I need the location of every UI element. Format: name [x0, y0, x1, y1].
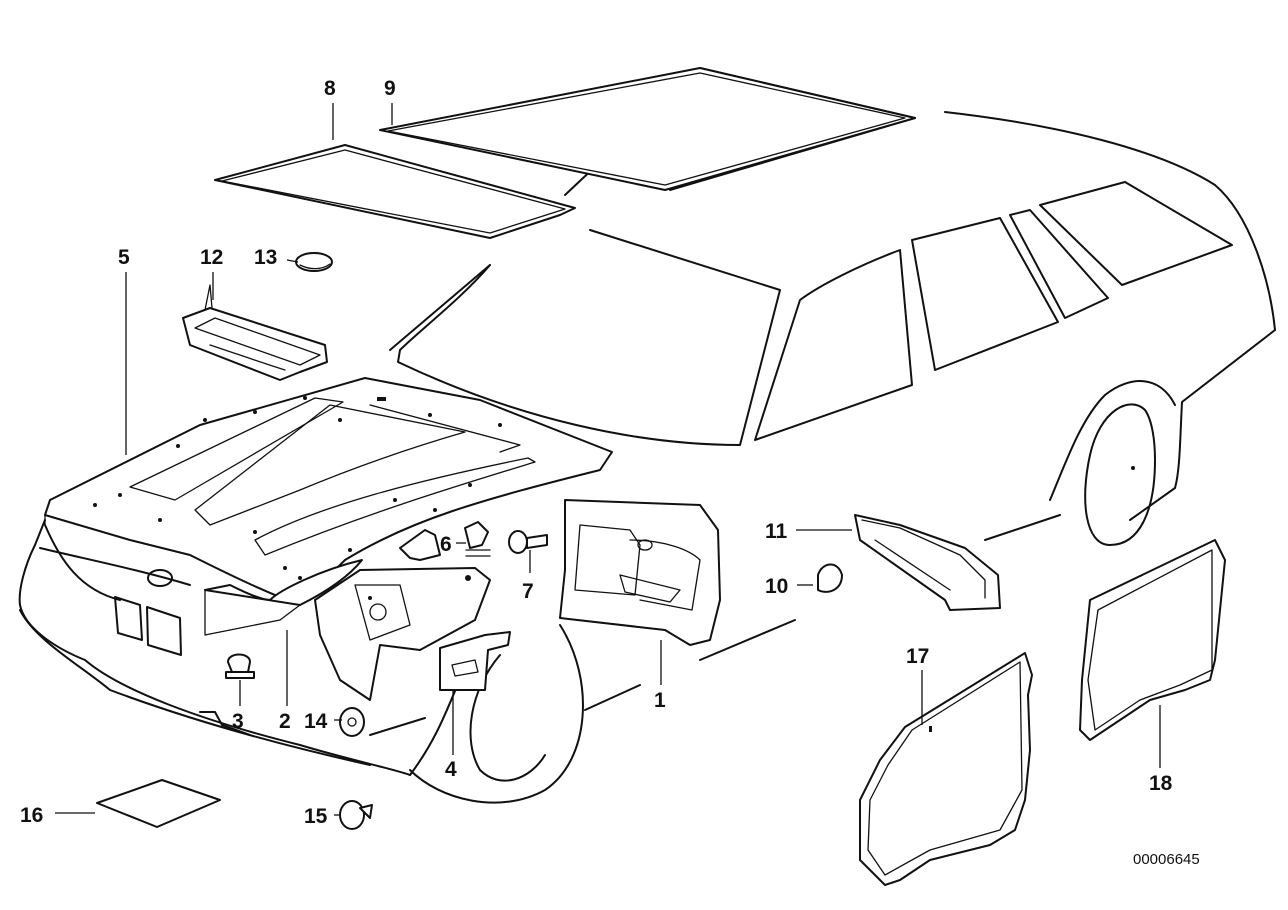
channel-insulation-11 — [854, 514, 1001, 611]
wheelhouse-insulation-1 — [559, 499, 721, 646]
label-12: 12 — [200, 246, 223, 269]
label-13: 13 — [254, 246, 277, 269]
label-7: 7 — [522, 580, 534, 603]
clip-14 — [339, 707, 365, 737]
label-8: 8 — [324, 77, 336, 100]
car-body-outline — [18, 67, 1276, 804]
roof-insulation-9 — [379, 67, 916, 191]
door-insulation-18 — [1079, 539, 1226, 741]
grommet-13 — [295, 252, 333, 272]
door-insulation-17 — [859, 652, 1033, 886]
label-16: 16 — [20, 804, 43, 827]
support-bracket — [399, 529, 441, 561]
leader-lines — [55, 103, 1161, 816]
label-9: 9 — [384, 77, 396, 100]
clip-6 — [464, 521, 491, 557]
hood-clip-holes — [93, 396, 502, 580]
label-10: 10 — [765, 575, 788, 598]
inner-panel-4 — [314, 567, 511, 701]
clip-15 — [339, 800, 373, 830]
reference-number: 00006645 — [1133, 851, 1200, 868]
label-6: 6 — [440, 533, 452, 556]
cap-10 — [817, 563, 843, 593]
cowl-duct-12 — [182, 284, 328, 381]
label-17: 17 — [906, 645, 929, 668]
label-15: 15 — [304, 805, 328, 828]
label-4: 4 — [445, 758, 457, 781]
hood-insulation-5 — [44, 377, 613, 606]
push-rivet-7 — [508, 530, 548, 554]
label-11: 11 — [765, 520, 788, 543]
push-rivet-3 — [225, 653, 255, 679]
label-5: 5 — [118, 246, 130, 269]
label-14: 14 — [304, 710, 328, 733]
label-2: 2 — [279, 710, 291, 733]
front-insulation-2 — [204, 559, 363, 636]
roof-insulation-8 — [214, 144, 576, 239]
callout-labels: 8 9 5 12 13 6 7 3 2 14 4 1 11 10 15 16 1… — [20, 77, 1200, 868]
label-3: 3 — [232, 710, 244, 733]
pad-16 — [96, 779, 221, 828]
label-1: 1 — [654, 689, 666, 712]
label-18: 18 — [1149, 772, 1173, 795]
